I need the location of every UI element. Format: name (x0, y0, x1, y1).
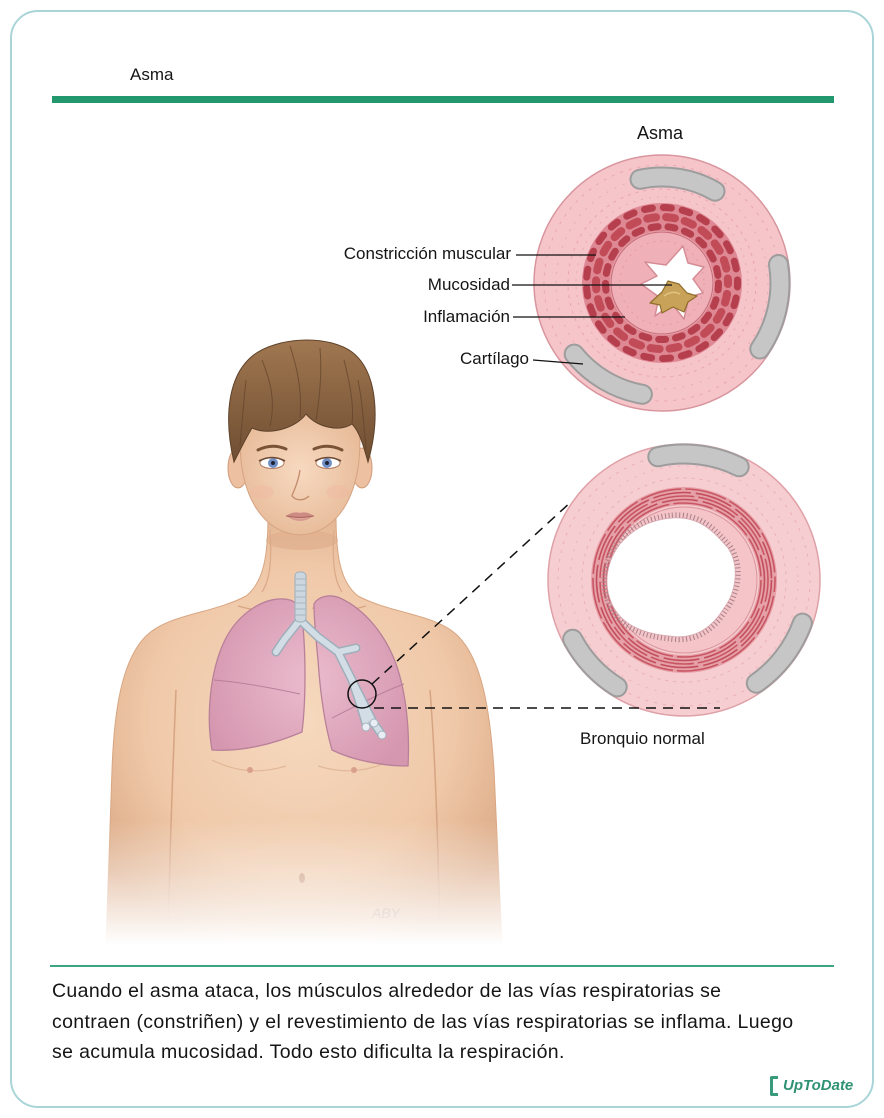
asthma-heading: Asma (637, 123, 684, 143)
label-muscle-constriction: Constricción muscular (344, 244, 512, 263)
caption-line: contraen (constriñen) y el revestimiento… (52, 1007, 852, 1038)
cheek-blush (326, 485, 350, 499)
alveoli-cluster (378, 731, 386, 739)
boy-figure: ABY (106, 340, 502, 945)
cheek-blush (250, 485, 274, 499)
nipple (351, 767, 357, 773)
logo-bracket-icon (770, 1076, 778, 1096)
alveoli-cluster (362, 723, 370, 731)
logo-text: UpToDate (783, 1077, 853, 1094)
artist-signature: ABY (371, 905, 402, 921)
label-mucus: Mucosidad (428, 275, 510, 294)
caption-line: se acumula mucosidad. Todo esto dificult… (52, 1037, 852, 1068)
label-normal-bronchus: Bronquio normal (580, 729, 705, 748)
normal-bronchus-cross-section (548, 444, 820, 716)
asthma-airway-cross-section (534, 155, 790, 411)
label-inflammation: Inflamación (423, 307, 510, 326)
caption: Cuando el asma ataca, los músculos alred… (52, 976, 852, 1068)
uptodate-logo: UpToDate (770, 1076, 866, 1100)
right-eye (315, 458, 341, 469)
caption-line: Cuando el asma ataca, los músculos alred… (52, 976, 852, 1007)
left-eye (259, 458, 285, 469)
label-cartilage: Cartílago (460, 349, 529, 368)
nipple (247, 767, 253, 773)
alveoli-cluster (370, 719, 378, 727)
caption-divider (50, 965, 834, 967)
navel (299, 873, 305, 883)
